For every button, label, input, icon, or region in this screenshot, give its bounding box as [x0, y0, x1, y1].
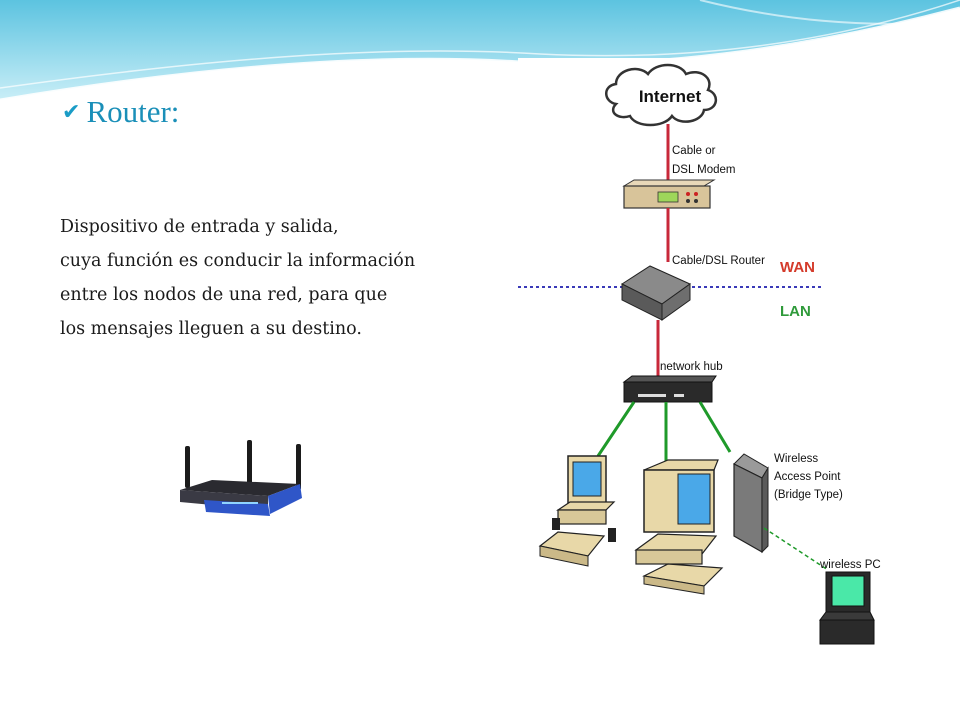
wan-label: WAN	[780, 259, 815, 276]
internet-label: Internet	[639, 87, 702, 106]
access-point-label-line1: Wireless	[774, 453, 818, 465]
wireless-pc-label: wireless PC	[819, 559, 881, 571]
paragraph-line: Dispositivo de entrada y salida,	[60, 217, 339, 237]
modem-label-line1: Cable or	[672, 145, 716, 157]
access-point-label-line3: (Bridge Type)	[774, 489, 843, 501]
network-hub-icon	[622, 375, 717, 403]
hub-label: network hub	[660, 361, 723, 373]
network-diagram: Internet Cable or DSL Modem Cable/DSL Ro…	[518, 58, 900, 650]
router-antenna	[185, 446, 190, 488]
wireless-access-point-icon	[733, 453, 769, 554]
paragraph-line: los mensajes lleguen a su destino.	[60, 319, 362, 339]
slide-title-text: Router:	[86, 94, 180, 129]
router-label: Cable/DSL Router	[672, 255, 765, 267]
router-antenna	[247, 440, 252, 484]
check-icon: ✔	[62, 99, 81, 124]
internet-cloud-icon	[605, 63, 717, 127]
wireless-laptop-icon	[819, 571, 875, 645]
modem-icon	[622, 179, 716, 209]
desktop-computer-icon	[538, 455, 616, 567]
modem-label-line2: DSL Modem	[672, 164, 736, 176]
access-point-label-line2: Access Point	[774, 471, 841, 483]
router-image	[180, 440, 302, 516]
paragraph-line: entre los nodos de una red, para que	[60, 285, 388, 305]
paragraph-line: cuya función es conducir la información	[60, 251, 416, 271]
router-icon	[620, 265, 691, 321]
router-antenna	[296, 444, 301, 490]
slide-paragraph: Dispositivo de entrada y salida, cuya fu…	[60, 210, 415, 346]
lan-label: LAN	[780, 303, 811, 320]
desktop-computer-icon	[634, 459, 724, 595]
slide-title: ✔ Router:	[62, 94, 179, 130]
